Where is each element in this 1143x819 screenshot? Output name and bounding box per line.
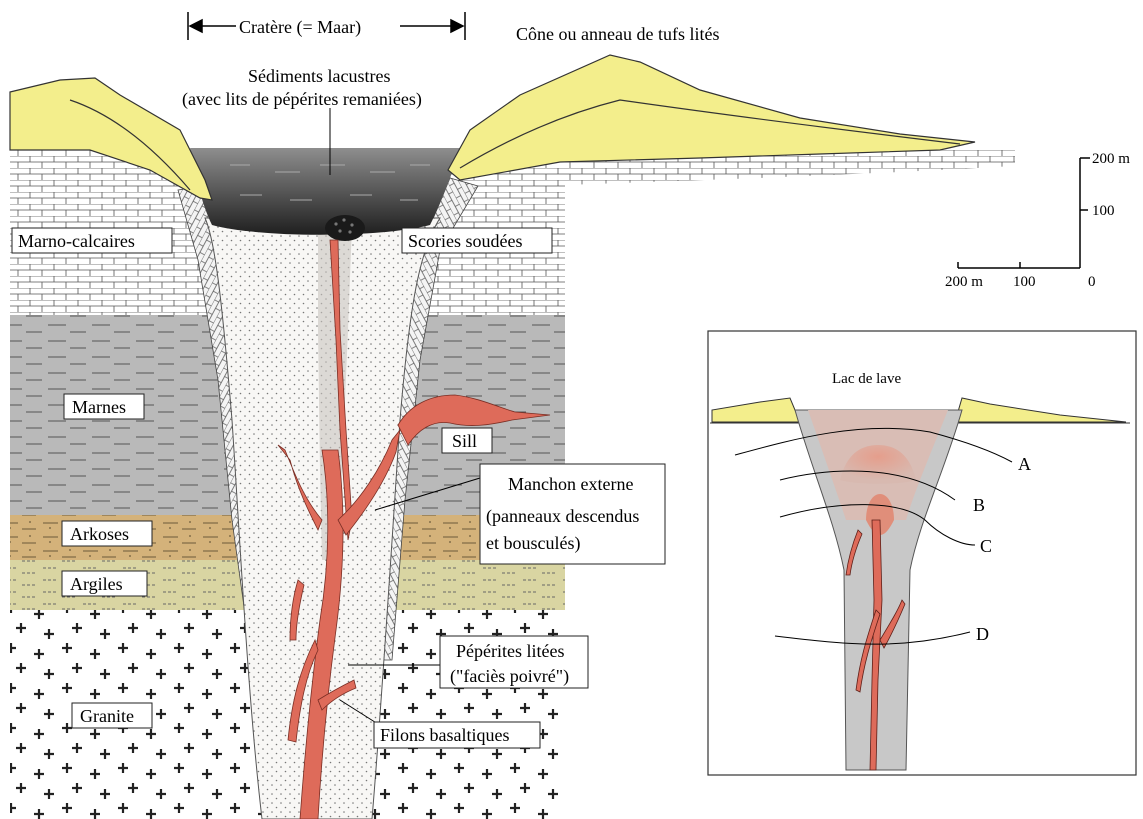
- manchon-label-line2: (panneaux descendus: [486, 506, 639, 527]
- scories-label: Scories soudées: [408, 231, 522, 251]
- scale-v-100: 100: [1092, 203, 1115, 219]
- scale-h-200: 200 m: [945, 274, 983, 290]
- sediments-label-line1: Sédiments lacustres: [248, 66, 390, 86]
- sediments-label-line2: (avec lits de pépérites remaniées): [182, 89, 422, 110]
- peperites-label-line1: Pépérites litées: [456, 641, 564, 661]
- inset-stage-a: A: [1018, 454, 1031, 474]
- arkoses-label: Arkoses: [70, 524, 129, 544]
- scale-h-100: 100: [1013, 274, 1036, 290]
- lake-sediments: [190, 148, 460, 235]
- inset-panel: [708, 331, 1136, 775]
- filons-label: Filons basaltiques: [380, 725, 510, 745]
- inset-stage-c: C: [980, 536, 992, 556]
- inset-stage-d: D: [976, 624, 989, 644]
- inset-title: Lac de lave: [832, 371, 901, 387]
- cratere-label: Cratère (= Maar): [239, 17, 361, 38]
- inset-stage-b: B: [973, 495, 985, 515]
- sill-label: Sill: [452, 431, 477, 451]
- peperites-label-line2: ("faciès poivré"): [450, 666, 569, 687]
- cone-label: Cône ou anneau de tufs lités: [516, 24, 719, 44]
- marnes-label: Marnes: [72, 397, 126, 417]
- manchon-label-line1: Manchon externe: [508, 474, 633, 494]
- scale-v-200: 200 m: [1092, 151, 1130, 167]
- granite-label: Granite: [80, 706, 134, 726]
- scale-bar: [958, 158, 1090, 268]
- manchon-label-line3: et bousculés): [486, 533, 580, 554]
- argiles-label: Argiles: [70, 574, 123, 594]
- scale-zero: 0: [1088, 274, 1096, 290]
- marno-calcaires-label: Marno-calcaires: [18, 231, 135, 251]
